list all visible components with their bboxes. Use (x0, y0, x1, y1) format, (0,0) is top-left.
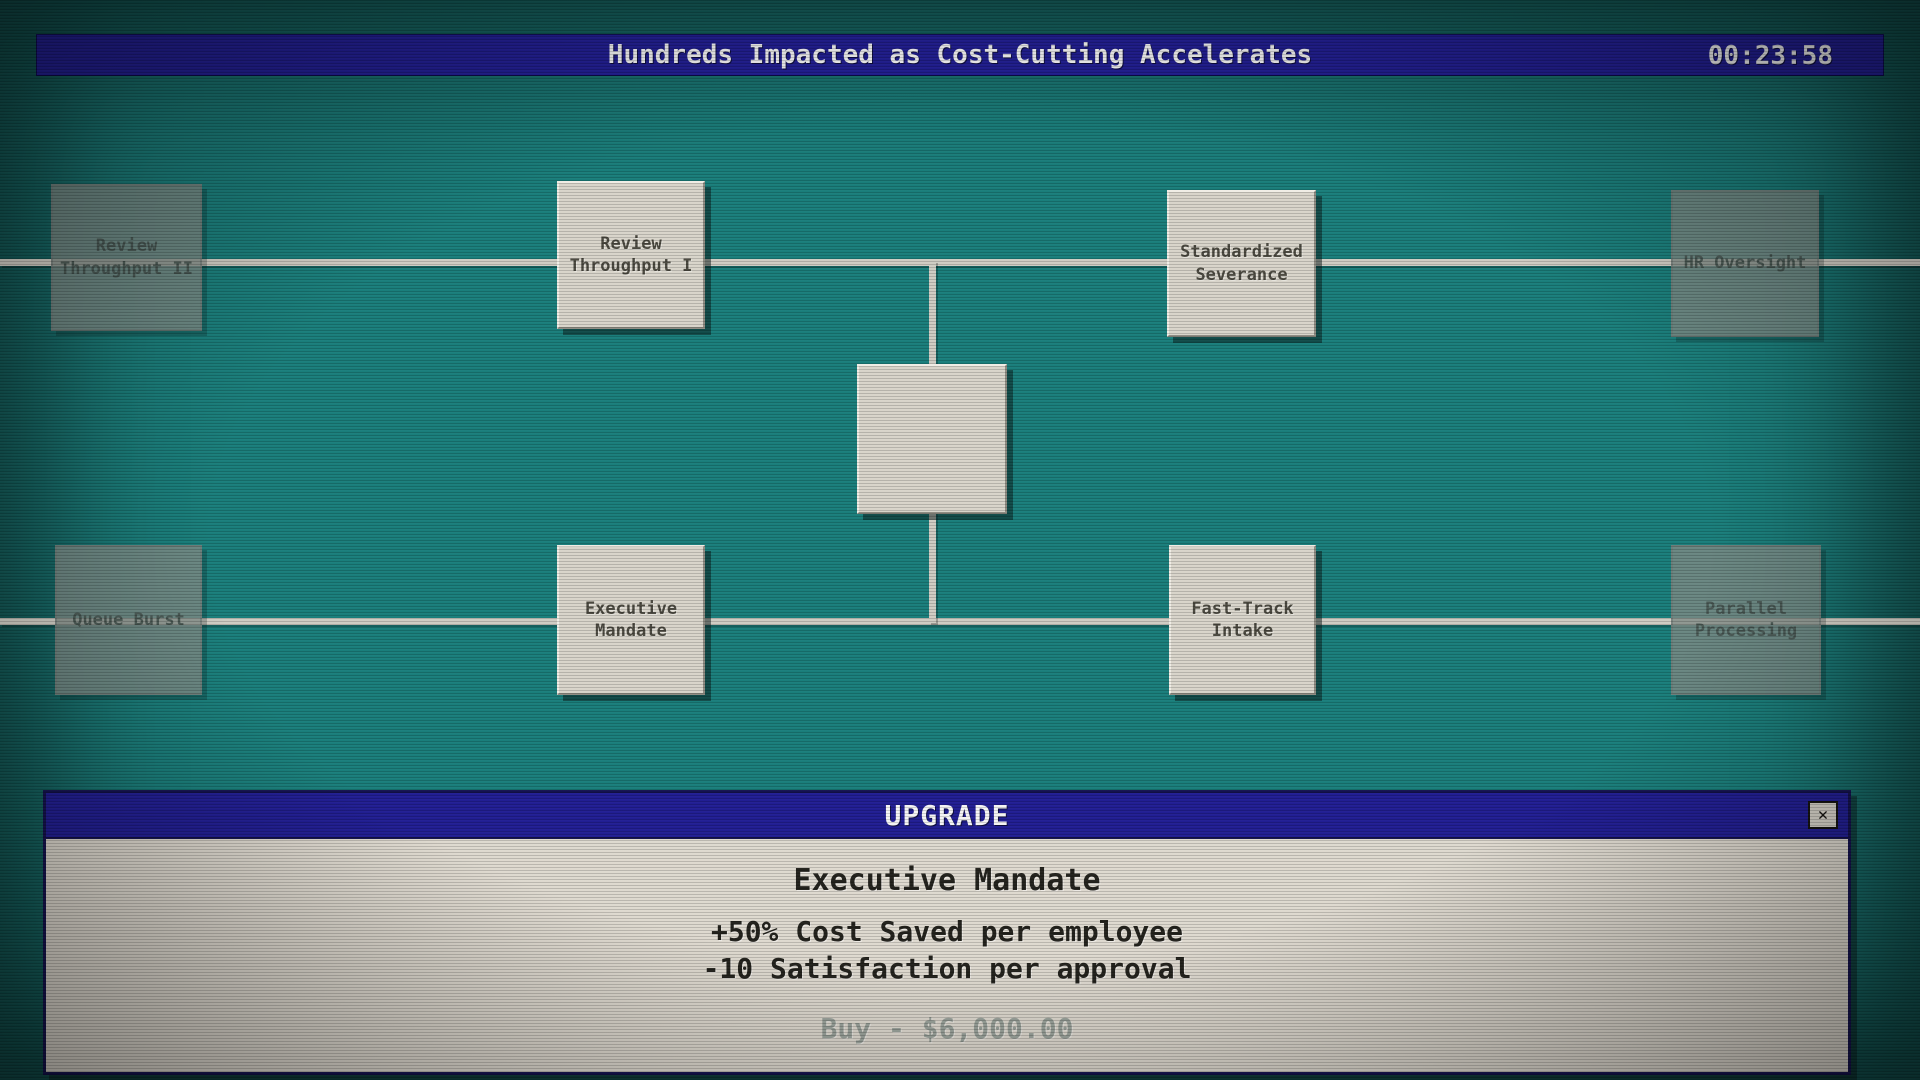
upgrade-effect-1: +50% Cost Saved per employee (710, 915, 1183, 948)
upgrade-node-label: Queue Burst (72, 609, 185, 630)
upgrade-node-label: Parallel Processing (1694, 598, 1798, 641)
upgrade-name: Executive Mandate (793, 863, 1101, 898)
upgrade-node-queue-burst[interactable]: Queue Burst (55, 545, 202, 695)
buy-button[interactable]: Buy - $6,000.00 (820, 1011, 1074, 1045)
upgrade-dialog-titlebar: UPGRADE ✕ (46, 793, 1848, 839)
upgrade-dialog: UPGRADE ✕ Executive Mandate +50% Cost Sa… (43, 790, 1851, 1075)
upgrade-node-label: Executive Mandate (584, 598, 678, 641)
upgrade-node-label: HR Oversight (1683, 253, 1807, 274)
upgrade-node-parallel-processing[interactable]: Parallel Processing (1671, 545, 1821, 695)
upgrade-dialog-title: UPGRADE (884, 798, 1010, 832)
upgrade-node-review-throughput-1[interactable]: Review Throughput I (557, 181, 705, 329)
upgrade-node-label: Review Throughput II (59, 236, 194, 279)
upgrade-node-fast-track-intake[interactable]: Fast-Track Intake (1169, 545, 1316, 695)
news-ticker-bar: Hundreds Impacted as Cost-Cutting Accele… (36, 34, 1884, 76)
connector-line-bottom (0, 618, 1920, 625)
connector-line-top (0, 259, 1920, 266)
upgrade-node-label: Standardized Severance (1180, 242, 1303, 285)
upgrade-node-hr-oversight[interactable]: HR Oversight (1671, 190, 1819, 337)
upgrade-node-executive-mandate[interactable]: Executive Mandate (557, 545, 705, 695)
news-headline: Hundreds Impacted as Cost-Cutting Accele… (607, 40, 1313, 70)
close-icon[interactable]: ✕ (1808, 801, 1838, 829)
upgrade-effect-2: -10 Satisfaction per approval (702, 951, 1192, 985)
upgrade-node-label: Fast-Track Intake (1191, 598, 1294, 641)
upgrade-node-center[interactable] (857, 364, 1007, 514)
upgrade-node-review-throughput-2[interactable]: Review Throughput II (51, 184, 202, 331)
upgrade-node-label: Review Throughput I (569, 233, 693, 276)
upgrade-dialog-body: Executive Mandate +50% Cost Saved per em… (46, 839, 1848, 1045)
upgrade-node-standardized-severance[interactable]: Standardized Severance (1167, 190, 1316, 337)
game-timer: 00:23:58 (1707, 41, 1833, 71)
